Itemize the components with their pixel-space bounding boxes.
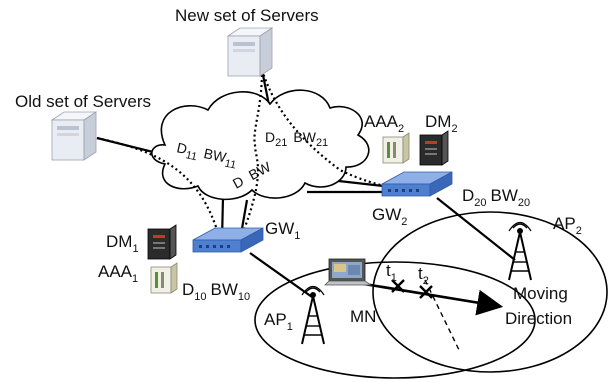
aaa1-label: AAA1 <box>98 262 138 285</box>
t1-label: t1 <box>386 261 397 284</box>
t2-label: t2 <box>418 264 429 287</box>
dm1-label: DM1 <box>106 232 139 255</box>
new-server-icon <box>226 27 274 77</box>
direction-label: Direction <box>505 309 572 328</box>
gw1-label: GW1 <box>265 219 300 242</box>
ap2-antenna-tower-icon <box>508 221 532 281</box>
dm2-label: DM2 <box>425 112 458 135</box>
dm2-server-icon <box>419 130 449 166</box>
ap2-coverage-ellipse <box>372 211 608 373</box>
gw1-router-icon <box>192 227 264 253</box>
dotted-paths <box>96 69 393 241</box>
dm1-server-icon <box>147 224 177 260</box>
mn-label: MN <box>350 307 376 326</box>
handover-boundary-dashed <box>424 279 461 353</box>
old-server-icon <box>50 111 98 161</box>
moving-label: Moving <box>513 284 568 303</box>
ap1-label: AP1 <box>264 310 293 333</box>
aaa1-server-icon <box>150 262 178 294</box>
t1-cross-mark <box>391 279 405 293</box>
t2-cross-mark <box>419 285 433 299</box>
aaa2-server-icon <box>382 132 410 164</box>
ap1-antenna-tower-icon <box>301 285 325 345</box>
internet-cloud <box>151 89 370 201</box>
new-servers-label: New set of Servers <box>175 6 319 25</box>
gw2-label: GW2 <box>372 205 407 228</box>
aaa2-label: AAA2 <box>364 112 404 135</box>
gw2-router-icon <box>381 171 453 197</box>
ap1-coverage-ellipse <box>254 261 536 379</box>
mn-laptop-icon <box>324 258 373 286</box>
ap2-label: AP2 <box>553 214 582 237</box>
old-servers-label: Old set of Servers <box>15 92 151 111</box>
